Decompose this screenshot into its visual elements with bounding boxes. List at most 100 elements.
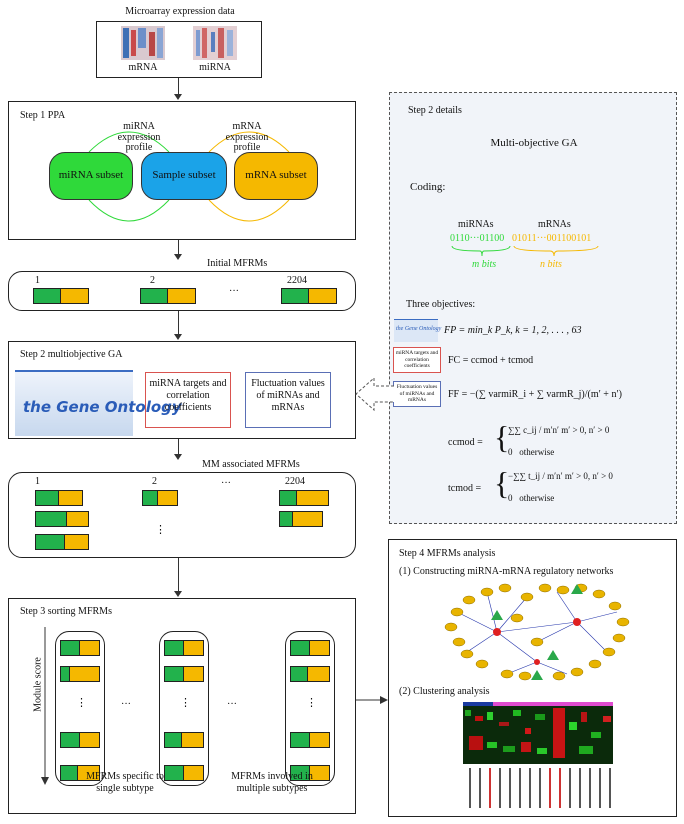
mm-vdots: ⋮ — [155, 524, 166, 536]
initial-title: Initial MFRMs — [207, 258, 268, 269]
mfrm-bar — [279, 511, 323, 527]
mrnas-label: mRNAs — [538, 219, 571, 230]
step2-details-box: Step 2 details Multi-objective GA Coding… — [389, 92, 677, 524]
microarray-box: mRNA miRNA — [96, 21, 262, 78]
mfrm-bar — [60, 765, 100, 781]
arrow-4-head — [174, 454, 182, 460]
arrow-5 — [178, 558, 179, 592]
ccmod-case1: ∑∑ c_ij / m′n′ m′ > 0, n′ > 0 — [508, 425, 610, 435]
initial-n2: 2 — [150, 275, 155, 286]
ccmod-brace: { — [494, 419, 510, 455]
arrow-2-head — [174, 254, 182, 260]
ccmod-case2: 0 otherwise — [508, 447, 555, 457]
specific-label: MFRMs specific to single subtype — [86, 771, 164, 794]
mfrm-bar — [140, 288, 196, 304]
mrna-label: mRNA — [128, 62, 158, 73]
mfrm-bar — [164, 666, 204, 682]
mfrm-bar — [279, 490, 329, 506]
coding-label: Coding: — [410, 181, 446, 193]
mfrm-bar — [60, 640, 100, 656]
mfrm-bar — [290, 640, 330, 656]
arrow-5-head — [174, 591, 182, 597]
mm-n1: 1 — [35, 476, 40, 487]
mfrm-bar — [60, 732, 100, 748]
m-bits-label: m bits — [472, 259, 497, 270]
regulatory-network — [444, 583, 630, 681]
step4-sub2: (2) Clustering analysis — [399, 686, 490, 697]
mfrm-bar — [35, 534, 89, 550]
arrow-1 — [178, 78, 179, 95]
step2-title: Step 2 multiobjective GA — [20, 349, 123, 360]
step1-arcs — [88, 131, 290, 222]
mm-box: 1 2 ··· 2204 ⋮ — [8, 472, 356, 558]
arrow-4 — [178, 439, 179, 455]
details-subtitle: Multi-objective GA — [490, 137, 578, 149]
arrow-to-step4 — [356, 696, 388, 704]
mfrm-bar — [35, 490, 83, 506]
step1-title: Step 1 PPA — [20, 110, 66, 121]
gene-ontology-logo: the Gene Ontology — [15, 370, 182, 436]
step3-dots-2: ··· — [227, 699, 237, 710]
mfrm-bar — [35, 511, 89, 527]
step4-sub1: (1) Constructing miRNA-mRNA regulatory n… — [399, 566, 614, 577]
mfrm-bar — [164, 640, 204, 656]
module-score-axis — [41, 627, 49, 785]
initial-nlast: 2204 — [287, 275, 307, 286]
module-score-label: Module score — [32, 657, 44, 712]
sorted-column: ⋮ — [55, 631, 105, 786]
mirnas-label: miRNAs — [458, 219, 494, 230]
mini-go-logo: the Gene Ontology — [394, 319, 442, 342]
clustering-heatmap — [463, 702, 613, 764]
fluctuation-box: Fluctuation values of miRNAs and mRNAs — [245, 372, 331, 428]
bits-yellow: 01011···001100101 — [512, 233, 592, 244]
mfrm-bar — [281, 288, 337, 304]
mfrm-bar — [142, 490, 178, 506]
gene-ontology-text: the Gene Ontology — [23, 398, 182, 416]
column-vdots: ⋮ — [306, 697, 317, 709]
mfrm-bar — [290, 765, 330, 781]
mfrm-bar — [290, 666, 330, 682]
fc-formula: FC = ccmod + tcmod — [448, 355, 534, 366]
ff-formula: FF = −(∑ varmiR_i + ∑ varmR_j)/(m′ + n′) — [448, 389, 622, 400]
mrna-subset-node: mRNA subset — [234, 152, 318, 200]
tcmod-case2: 0 otherwise — [508, 493, 555, 503]
step4-box: Step 4 MFRMs analysis (1) Constructing m… — [388, 539, 677, 817]
mini-targets-box: miRNA targets and correlation coefficien… — [393, 347, 441, 373]
heatmap-sample-labels — [469, 768, 611, 808]
bits-green: 0110···01100 — [450, 233, 505, 244]
arrow-3 — [178, 311, 179, 335]
mfrm-bar — [60, 666, 100, 682]
mini-fluct-box: Fluctuation values of miRNAs and mRNAs — [393, 381, 441, 407]
bits-braces — [451, 245, 599, 257]
arrow-3-head — [174, 334, 182, 340]
mirna-profile-label: miRNA expression profile — [117, 121, 161, 153]
mrna-heatmap-thumb — [121, 26, 165, 60]
mm-n2: 2 — [152, 476, 157, 487]
arrow-1-head — [174, 94, 182, 100]
mfrm-bar — [33, 288, 89, 304]
mirna-heatmap-thumb — [193, 26, 237, 60]
multiple-label: MFRMs involved in multiple subtypes — [231, 771, 313, 794]
details-title: Step 2 details — [408, 105, 462, 116]
ccmod-label: ccmod = — [448, 437, 483, 448]
step1-box: Step 1 PPA miRNA expression profile mRNA… — [8, 101, 356, 240]
n-bits-label: n bits — [540, 259, 562, 270]
mfrm-bar — [164, 765, 204, 781]
sorted-column: ⋮ — [285, 631, 335, 786]
column-vdots: ⋮ — [76, 697, 87, 709]
initial-box: 1 2 2204 ··· — [8, 271, 356, 311]
details-connector — [355, 376, 394, 412]
mini-go-text: the Gene Ontology — [396, 326, 442, 332]
sample-subset-node: Sample subset — [141, 152, 227, 200]
step3-dots-1: ··· — [121, 699, 131, 710]
step3-box: Step 3 sorting MFRMs Module score ⋮ ··· … — [8, 598, 356, 814]
three-objectives-label: Three objectives: — [406, 299, 476, 310]
microarray-title: Microarray expression data — [125, 6, 235, 17]
mrna-profile-label: mRNA expression profile — [225, 121, 269, 153]
sorted-column: ⋮ — [159, 631, 209, 786]
initial-dots: ··· — [229, 286, 239, 297]
step2-box: Step 2 multiobjective GA the Gene Ontolo… — [8, 341, 356, 439]
mm-dots: ··· — [221, 478, 231, 489]
tcmod-brace: { — [494, 465, 510, 501]
arrow-2 — [178, 240, 179, 255]
